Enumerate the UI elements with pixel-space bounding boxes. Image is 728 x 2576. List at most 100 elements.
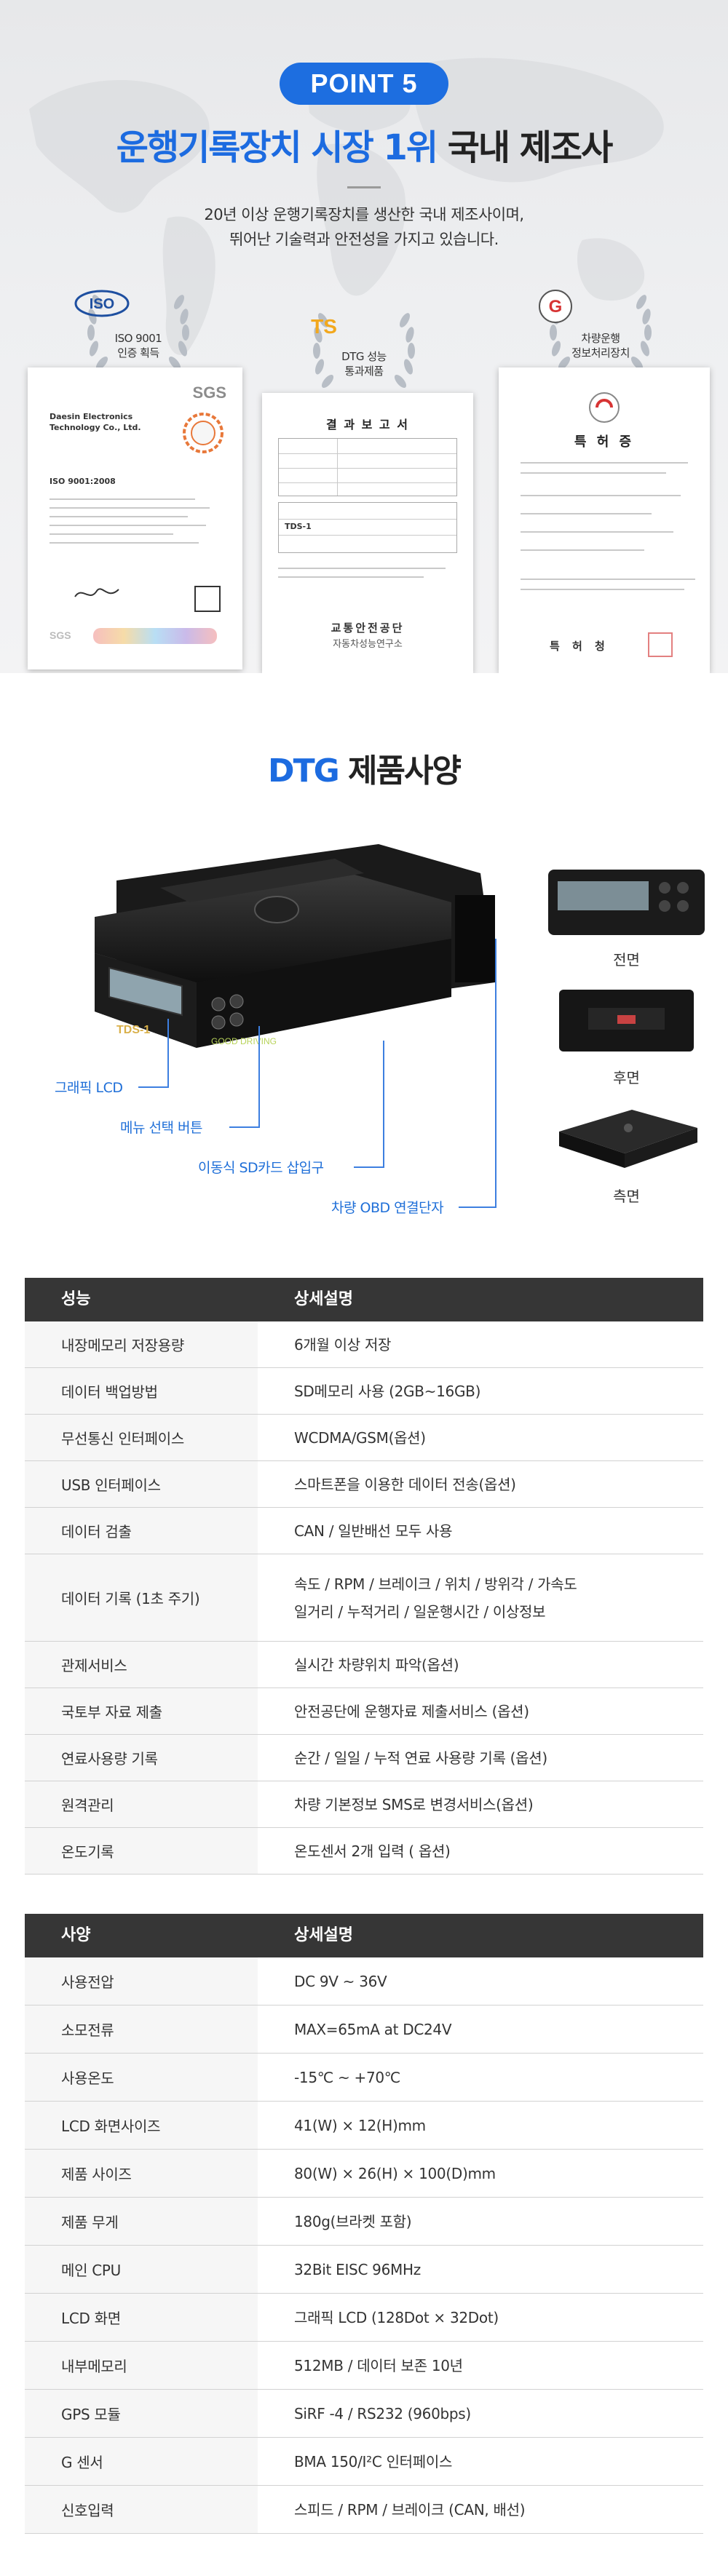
cert-badge-patent: G 차량운행 정보처리장치	[535, 273, 666, 397]
callout-lcd-line	[138, 1086, 167, 1088]
performance-report-document: 결 과 보 고 서 TDS-1 교통안전공단 자동차성능연구소	[262, 393, 473, 673]
row-key: 신호입력	[25, 2486, 258, 2533]
row-key: 내부메모리	[25, 2342, 258, 2389]
row-key: G 센서	[25, 2438, 258, 2485]
row-value-line: 일거리 / 누적거리 / 일운행시간 / 이상정보	[294, 1602, 546, 1621]
callout-menu-line	[229, 1126, 258, 1128]
table-row: 사용온도 -15℃ ~ +70℃	[25, 2054, 703, 2102]
row-key: 제품 무게	[25, 2198, 258, 2245]
laurel-wreath-icon	[87, 295, 189, 370]
row-key: 사용온도	[25, 2054, 258, 2101]
row-value-line: 180g(브라켓 포함)	[294, 2212, 412, 2230]
row-value-line: 스마트폰을 이용한 데이터 전송(옵션)	[294, 1475, 516, 1493]
point-title-highlight: 운행기록장치 시장 1위	[116, 127, 438, 168]
row-value: 안전공단에 운행자료 제출서비스 (옵션)	[258, 1688, 703, 1734]
row-value-line: 순간 / 일일 / 누적 연료 사용량 기록 (옵션)	[294, 1749, 547, 1767]
row-key: 국토부 자료 제출	[25, 1688, 258, 1734]
sgs-seal-icon	[183, 413, 223, 453]
row-value-line: MAX=65mA at DC24V	[294, 2020, 452, 2038]
report-issuer: 교통안전공단	[331, 621, 405, 635]
official-stamp	[648, 632, 673, 657]
sgs-ribbon-strip	[93, 628, 217, 644]
row-key: 소모전류	[25, 2005, 258, 2053]
row-value-line: CAN / 일반배선 모두 사용	[294, 1522, 453, 1540]
cert-patent-label-1: 차량운행	[581, 332, 620, 345]
row-value: CAN / 일반배선 모두 사용	[258, 1508, 703, 1554]
cert-badge-iso: ISO ISO 9001 인증 획득	[73, 273, 204, 397]
device-brand-label: GOOD DRIVING	[211, 1036, 277, 1046]
row-value-line: 6개월 이상 저장	[294, 1335, 392, 1353]
row-value-line: 스피드 / RPM / 브레이크 (CAN, 배선)	[294, 2500, 526, 2519]
row-key: 메인 CPU	[25, 2246, 258, 2293]
device-side-view-image	[559, 1110, 697, 1168]
row-key: 데이터 검출	[25, 1508, 258, 1554]
row-value-line: 실시간 차량위치 파악(옵션)	[294, 1655, 459, 1674]
report-model: TDS-1	[285, 522, 312, 531]
table-row: LCD 화면사이즈 41(W) × 12(H)mm	[25, 2102, 703, 2150]
patent-title: 특 허 증	[574, 434, 635, 450]
row-value: 512MB / 데이터 보존 10년	[258, 2342, 703, 2389]
callout-sd-line-v	[383, 1041, 384, 1168]
row-key: 내장메모리 저장용량	[25, 1321, 258, 1367]
point-description: 20년 이상 운행기록장치를 생산한 국내 제조사이며, 뛰어난 기술력과 안전…	[0, 202, 728, 252]
point-badge: POINT 5	[280, 63, 448, 105]
row-value-line: 80(W) × 26(H) × 100(D)mm	[294, 2164, 496, 2182]
row-key: 무선통신 인터페이스	[25, 1415, 258, 1460]
point-title: 운행기록장치 시장 1위 국내 제조사	[0, 124, 728, 172]
row-key: 데이터 기록 (1초 주기)	[25, 1554, 258, 1641]
callout-menu: 메뉴 선택 버튼	[120, 1120, 202, 1136]
table-row: 데이터 검출 CAN / 일반배선 모두 사용	[25, 1508, 703, 1554]
iso-standard-name: ISO 9001:2008	[50, 477, 116, 486]
performance-table-header: 성능 상세설명	[25, 1278, 703, 1321]
row-value-line: 속도 / RPM / 브레이크 / 위치 / 방위각 / 가속도	[294, 1575, 577, 1593]
row-value: 온도센서 2개 입력 ( 옵션)	[258, 1828, 703, 1874]
row-value-line: WCDMA/GSM(옵션)	[294, 1428, 426, 1447]
row-value: 41(W) × 12(H)mm	[258, 2102, 703, 2149]
title-divider	[347, 186, 381, 188]
sgs-footer: SGS	[50, 629, 71, 641]
cert-patent-label-2: 정보처리장치	[571, 346, 630, 359]
dtg-title-highlight: DTG	[268, 752, 340, 790]
row-key: 연료사용량 기록	[25, 1735, 258, 1781]
point-description-line-1: 20년 이상 운행기록장치를 생산한 국내 제조사이며,	[204, 206, 524, 223]
cert-iso-label-1: ISO 9001	[114, 332, 162, 345]
row-key: 데이터 백업방법	[25, 1368, 258, 1414]
point-description-line-2: 뛰어난 기술력과 안전성을 가지고 있습니다.	[229, 231, 499, 248]
row-value: BMA 150/I²C 인터페이스	[258, 2438, 703, 2485]
specification-table-header: 사양 상세설명	[25, 1914, 703, 1957]
row-value-line: -15℃ ~ +70℃	[294, 2068, 400, 2086]
dtg-section-title: DTG 제품사양	[0, 750, 728, 793]
row-key: 온도기록	[25, 1828, 258, 1874]
laurel-wreath-icon	[313, 313, 415, 389]
row-value: 차량 기본정보 SMS로 변경서비스(옵션)	[258, 1781, 703, 1827]
row-value: MAX=65mA at DC24V	[258, 2005, 703, 2053]
row-value: 실시간 차량위치 파악(옵션)	[258, 1642, 703, 1687]
callout-sd-line	[354, 1166, 383, 1168]
specification-header-key: 사양	[61, 1926, 91, 1944]
table-row: 제품 무게 180g(브라켓 포함)	[25, 2198, 703, 2246]
row-key: GPS 모듈	[25, 2390, 258, 2437]
row-value-line: BMA 150/I²C 인터페이스	[294, 2452, 453, 2470]
dtg-title-rest: 제품사양	[348, 752, 462, 790]
device-front-view-image	[548, 870, 705, 935]
table-row: 관제서비스 실시간 차량위치 파악(옵션)	[25, 1642, 703, 1688]
row-key: USB 인터페이스	[25, 1461, 258, 1507]
row-key: 관제서비스	[25, 1642, 258, 1687]
row-key: LCD 화면사이즈	[25, 2102, 258, 2149]
device-model-label: TDS-1	[116, 1024, 150, 1036]
row-value-line: 41(W) × 12(H)mm	[294, 2116, 426, 2134]
row-value: 순간 / 일일 / 누적 연료 사용량 기록 (옵션)	[258, 1735, 703, 1781]
callout-lcd: 그래픽 LCD	[55, 1080, 123, 1096]
row-value: 6개월 이상 저장	[258, 1321, 703, 1367]
